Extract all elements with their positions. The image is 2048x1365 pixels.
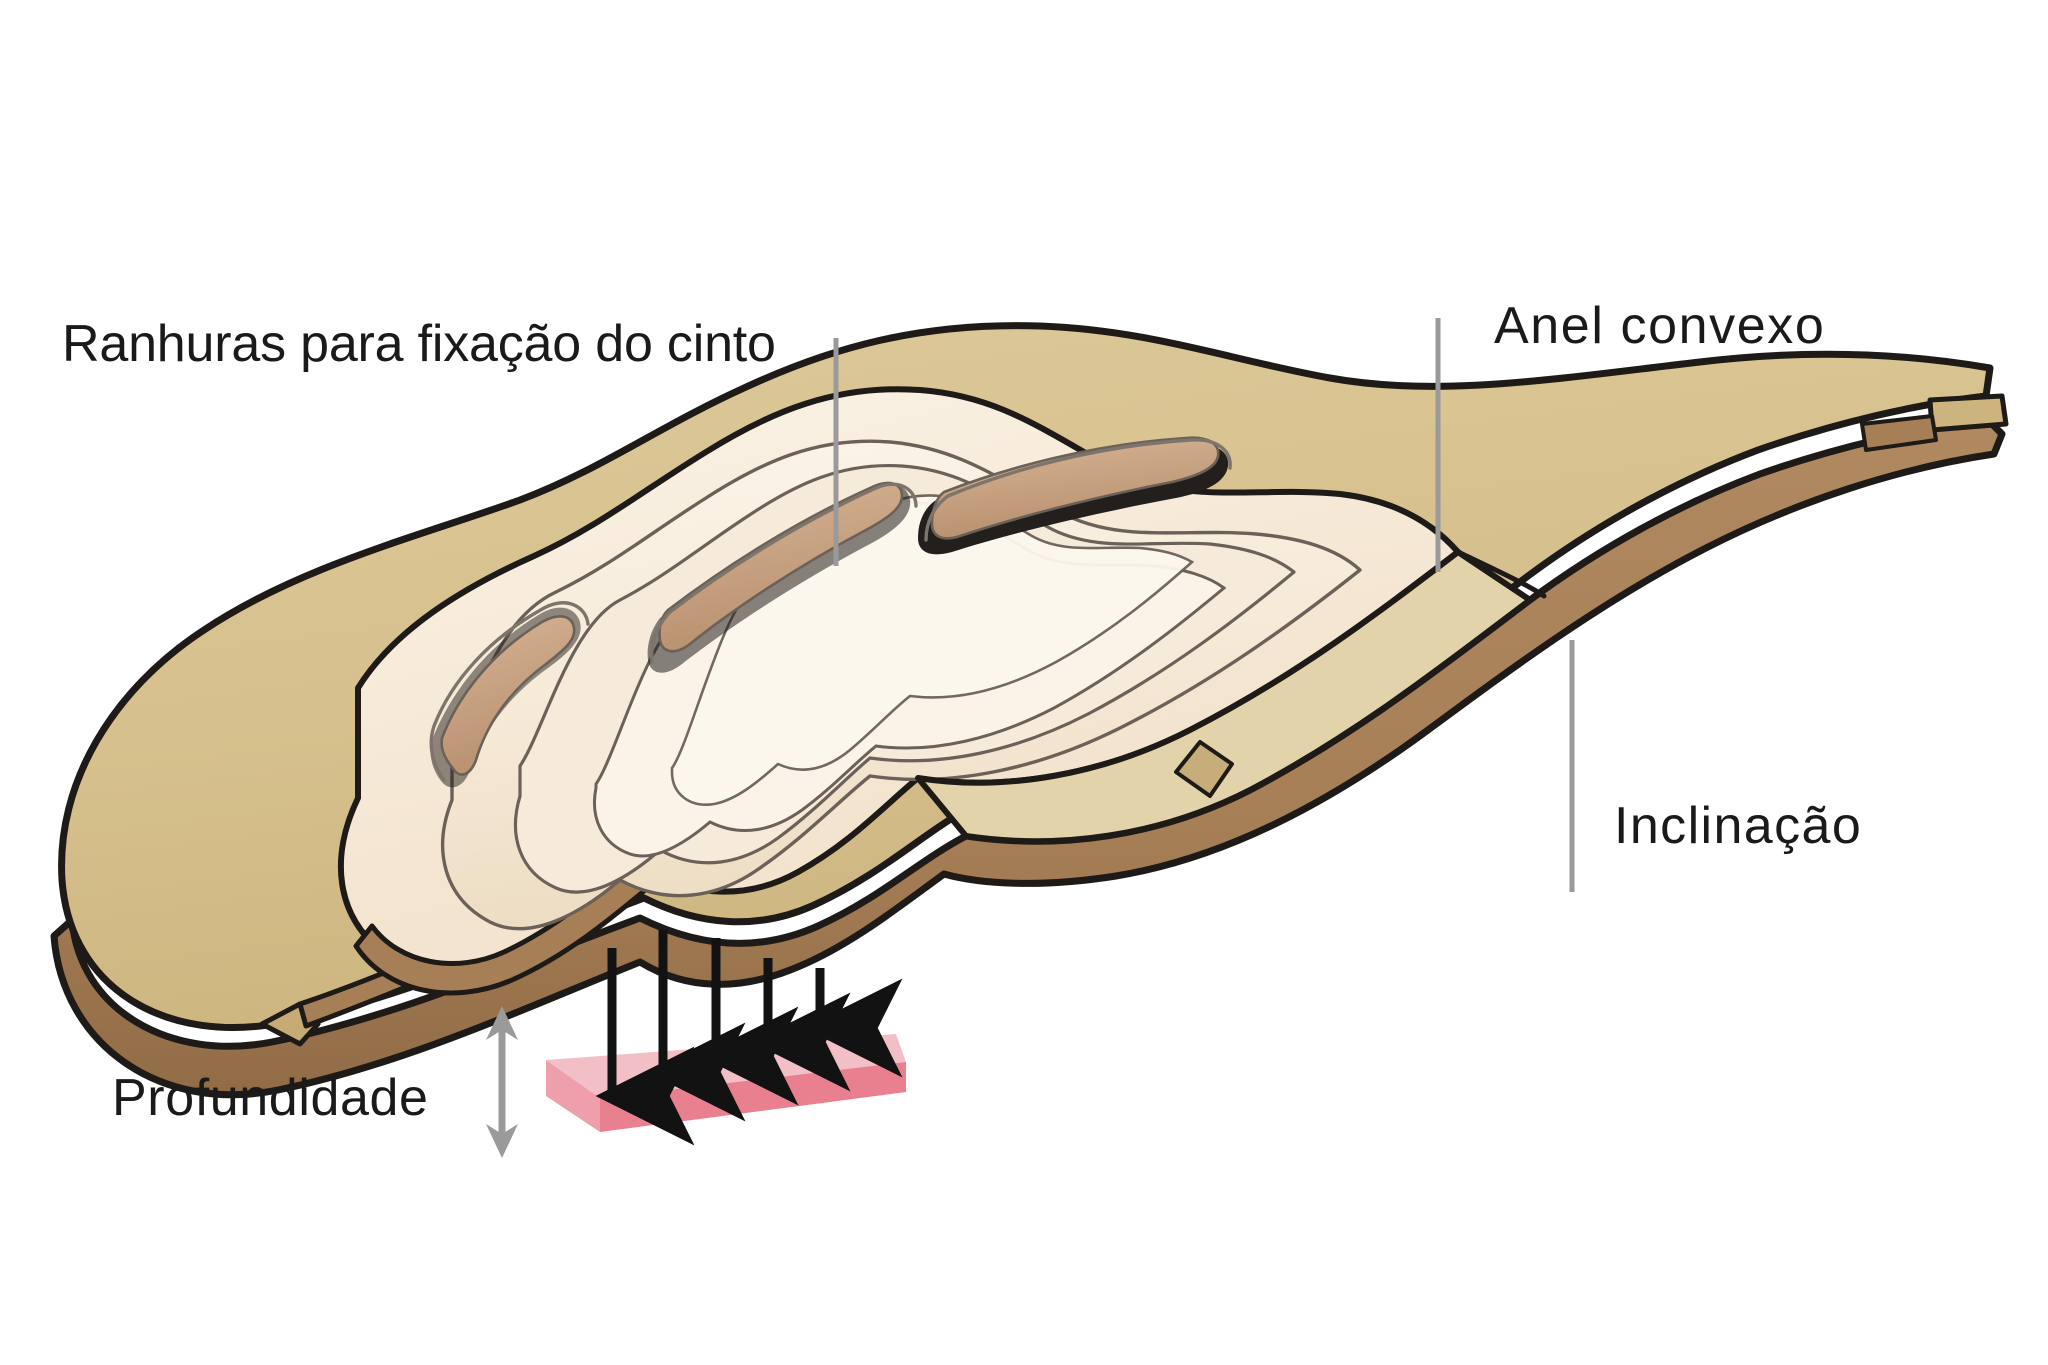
pressure-slab-front bbox=[546, 1060, 600, 1132]
belt-groove-2-inner bbox=[658, 481, 904, 653]
plate-bottom-edge bbox=[50, 416, 2006, 1099]
depth-arrow-head-up bbox=[486, 1006, 518, 1040]
belt-groove-3-inner bbox=[930, 436, 1220, 540]
label-tilt: Inclinação bbox=[1614, 797, 1863, 855]
belt-groove-1-lip bbox=[429, 601, 590, 782]
stoma-opening-region bbox=[915, 549, 1533, 845]
barrier-body bbox=[50, 322, 2009, 1099]
belt-attachment-grooves bbox=[429, 436, 1232, 788]
flange-right-tip-inner bbox=[1860, 414, 1938, 452]
belt-groove-3-lip bbox=[924, 438, 1232, 542]
belt-groove-2 bbox=[647, 481, 918, 673]
belt-groove-1 bbox=[429, 601, 590, 788]
belt-groove-2-lip bbox=[650, 482, 918, 664]
depth-double-arrow bbox=[486, 1006, 518, 1158]
flange-right-tip-split bbox=[1927, 393, 2009, 433]
belt-groove-1-inner bbox=[440, 615, 576, 776]
belt-groove-3 bbox=[918, 436, 1232, 555]
leader-lines bbox=[833, 318, 1575, 892]
label-depth: Profundidade bbox=[112, 1069, 429, 1127]
depth-arrow-head-down bbox=[486, 1124, 518, 1158]
pressure-slab-group bbox=[486, 930, 906, 1158]
label-belt-grooves: Ranhuras para fixação do cinto bbox=[62, 315, 776, 373]
label-convex-ring: Anel convexo bbox=[1494, 297, 1826, 355]
flange-recess-seam bbox=[1455, 549, 1547, 599]
opening-step bbox=[1174, 740, 1234, 798]
pressure-arrows bbox=[595, 930, 903, 1146]
